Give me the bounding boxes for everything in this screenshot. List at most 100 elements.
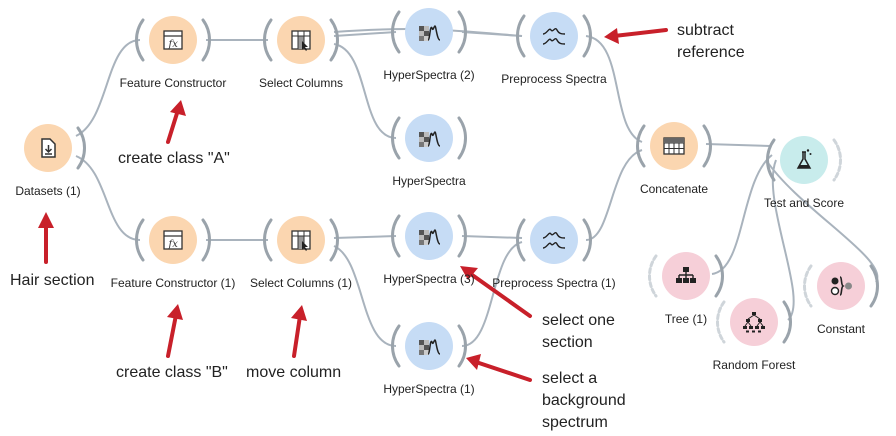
preprocess-spectra-icon bbox=[542, 28, 566, 45]
node-label: HyperSpectra (2) bbox=[383, 68, 475, 82]
formula-table-icon: fx bbox=[163, 30, 183, 50]
node-channel-arcs bbox=[135, 218, 211, 262]
forest-icon bbox=[743, 312, 765, 333]
select-columns-icon bbox=[291, 230, 311, 251]
annotation-line: select a bbox=[542, 370, 598, 387]
concatenate-table-icon bbox=[663, 137, 685, 155]
annotation-hair-section: Hair section bbox=[10, 272, 95, 289]
link-hs3-preprocess-1 bbox=[461, 235, 523, 239]
annotation-arrows bbox=[44, 28, 668, 382]
node-label: Datasets (1) bbox=[15, 184, 81, 198]
node-circle bbox=[817, 262, 865, 310]
node-label: HyperSpectra (3) bbox=[383, 272, 475, 286]
node-label: Preprocess Spectra bbox=[501, 72, 607, 86]
node-circle bbox=[780, 136, 828, 184]
svg-text:fx: fx bbox=[168, 239, 179, 250]
node-label: HyperSpectra bbox=[392, 174, 466, 188]
node-channel-arcs bbox=[391, 214, 467, 258]
link-datasets-feature-constructor-1 bbox=[75, 155, 141, 241]
node-channel-arcs bbox=[263, 218, 339, 262]
hyperspectra-icon bbox=[419, 131, 441, 147]
link-preprocess-1-concatenate bbox=[585, 149, 643, 241]
node-label: Random Forest bbox=[712, 358, 796, 372]
node-label: Select Columns bbox=[258, 76, 344, 90]
node-hyperspectra[interactable]: HyperSpectra bbox=[389, 98, 469, 188]
node-label: Concatenate bbox=[639, 182, 709, 196]
node-hyperspectra-1[interactable]: HyperSpectra (1) bbox=[383, 306, 475, 396]
node-circle bbox=[530, 12, 578, 60]
arrow-subtract-reference bbox=[612, 28, 668, 38]
node-label: Constant bbox=[816, 322, 866, 336]
node-label: Preprocess Spectra (1) bbox=[492, 276, 616, 290]
node-select-columns[interactable]: Select Columns bbox=[259, 0, 343, 90]
node-channel-arcs bbox=[803, 264, 879, 308]
formula-table-icon: fx bbox=[163, 230, 183, 250]
link-constant-test-score bbox=[765, 159, 879, 283]
node-preprocess-spectra[interactable]: Preprocess Spectra bbox=[501, 0, 607, 86]
node-channel-arcs bbox=[636, 124, 712, 168]
annotation-select-background: select a background spectrum bbox=[542, 368, 626, 434]
node-datasets-1[interactable]: Datasets (1) bbox=[8, 108, 88, 198]
node-channel-arcs bbox=[391, 10, 467, 54]
link-sc1-hyperspectra-1 bbox=[333, 245, 397, 347]
annotation-line: reference bbox=[677, 44, 745, 61]
select-columns-icon bbox=[291, 30, 311, 51]
node-channel-arcs bbox=[263, 18, 339, 62]
link-preprocess-concatenate bbox=[585, 35, 643, 143]
node-random-forest[interactable]: Random Forest bbox=[713, 282, 795, 372]
link-sc-hyperspectra-2 bbox=[333, 31, 397, 37]
svg-text:fx: fx bbox=[168, 39, 179, 50]
link-hs1-preprocess-1 bbox=[461, 241, 523, 347]
node-channel-arcs bbox=[391, 324, 467, 368]
annotation-line: background bbox=[542, 392, 626, 409]
link-sc-hyperspectra bbox=[333, 43, 397, 139]
node-preprocess-spectra-1[interactable]: Preprocess Spectra (1) bbox=[492, 200, 616, 290]
annotation-line: subtract bbox=[677, 22, 734, 39]
node-circle bbox=[530, 216, 578, 264]
node-constant[interactable]: Constant bbox=[801, 246, 881, 336]
hyperspectra-icon bbox=[419, 229, 441, 245]
node-concatenate[interactable]: Concatenate bbox=[634, 106, 714, 196]
annotation-subtract-reference: subtract reference bbox=[677, 20, 745, 64]
node-channel-arcs bbox=[391, 116, 467, 160]
node-tree-1[interactable]: Tree (1) bbox=[646, 236, 726, 326]
node-channel-arcs bbox=[648, 254, 724, 298]
arrow-select-one-section bbox=[466, 270, 532, 318]
node-channel-arcs bbox=[516, 218, 592, 262]
node-channel-arcs bbox=[766, 138, 842, 182]
node-select-columns-1[interactable]: Select Columns (1) bbox=[250, 200, 352, 290]
tree-icon bbox=[676, 267, 696, 283]
node-feature-constructor-1[interactable]: fx Feature Constructor (1) bbox=[111, 200, 235, 290]
node-label: HyperSpectra (1) bbox=[383, 382, 475, 396]
node-label: Select Columns (1) bbox=[249, 276, 353, 290]
node-label: Tree (1) bbox=[664, 312, 708, 326]
node-circle bbox=[730, 298, 778, 346]
node-channel-arcs bbox=[516, 14, 592, 58]
annotation-select-one-section: select one section bbox=[542, 310, 615, 354]
hyperspectra-icon bbox=[419, 25, 441, 41]
node-channel-arcs bbox=[716, 300, 792, 344]
node-hyperspectra-2[interactable]: HyperSpectra (2) bbox=[383, 0, 475, 82]
annotation-line: select one bbox=[542, 312, 615, 329]
arrow-select-background bbox=[474, 360, 532, 382]
flask-icon bbox=[796, 149, 812, 169]
node-label: Feature Constructor (1) bbox=[110, 276, 236, 290]
node-label: Feature Constructor bbox=[119, 76, 227, 90]
link-datasets-feature-constructor bbox=[75, 39, 141, 137]
node-test-and-score[interactable]: Test and Score bbox=[764, 120, 844, 210]
node-channel-arcs bbox=[76, 126, 86, 170]
annotation-line: spectrum bbox=[542, 414, 608, 431]
annotation-move-column: move column bbox=[246, 364, 342, 381]
download-file-icon bbox=[41, 138, 56, 158]
annotation-line: section bbox=[542, 334, 593, 351]
node-label: Test and Score bbox=[763, 196, 845, 210]
arrow-create-class-b bbox=[166, 313, 178, 358]
arrow-heads bbox=[38, 28, 619, 370]
node-hyperspectra-3[interactable]: HyperSpectra (3) bbox=[383, 196, 475, 286]
arrow-create-class-a bbox=[166, 108, 180, 144]
hyperspectra-icon bbox=[419, 339, 441, 355]
node-channel-arcs bbox=[135, 18, 211, 62]
node-feature-constructor[interactable]: fx Feature Constructor bbox=[120, 0, 226, 90]
